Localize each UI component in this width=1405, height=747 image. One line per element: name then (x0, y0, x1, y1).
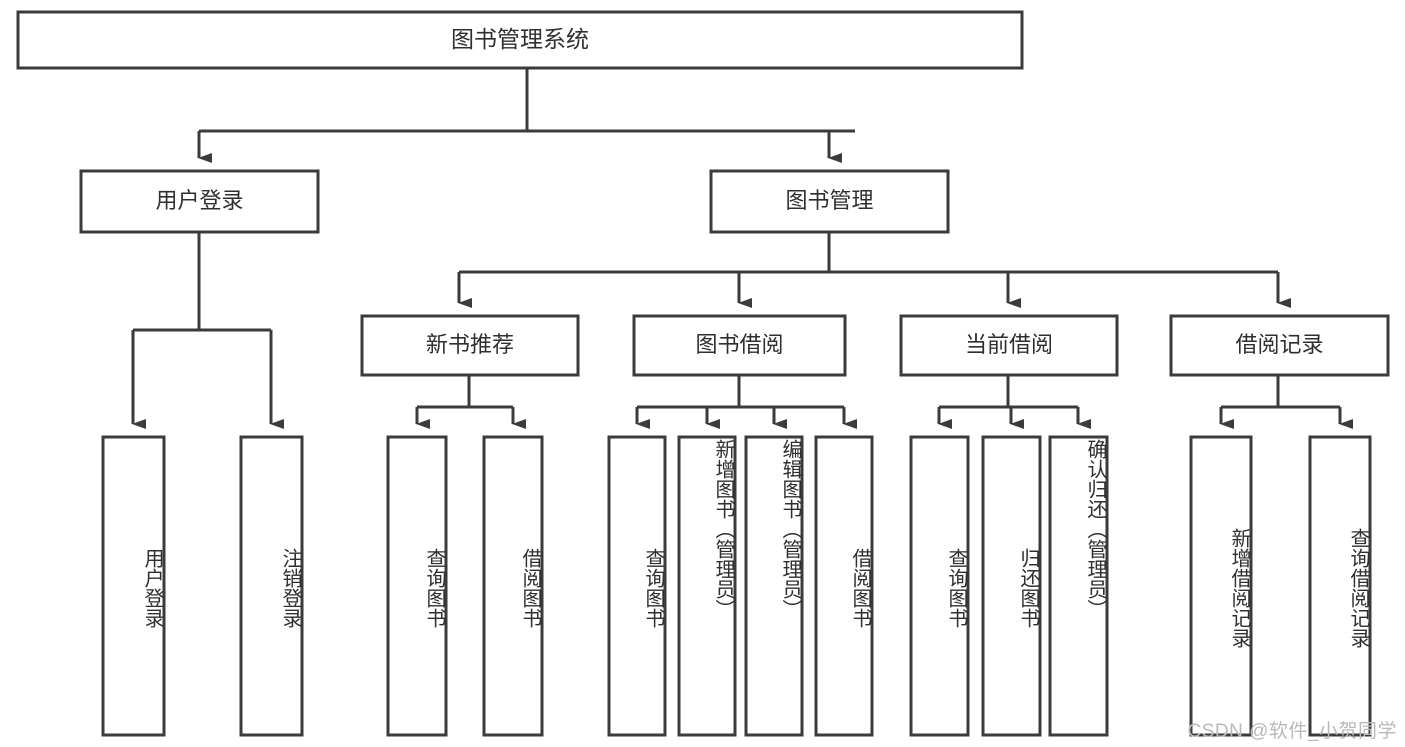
node-box-leaf-confirm-return[interactable] (1048, 435, 1109, 737)
node-box-user-login[interactable] (79, 169, 320, 234)
node-box-leaf-query-book-cur[interactable] (909, 435, 970, 737)
node-box-book-manage[interactable] (709, 169, 950, 234)
watermark-text: CSDN @软件_小贺同学 (1187, 721, 1397, 742)
node-box-leaf-add-record[interactable] (1189, 435, 1253, 737)
node-box-leaf-query-record[interactable] (1308, 435, 1372, 737)
node-box-current-borrow[interactable] (899, 314, 1119, 377)
node-box-leaf-user-login[interactable] (101, 435, 166, 737)
node-box-borrow-record[interactable] (1169, 314, 1390, 377)
node-box-leaf-query-book-rec[interactable] (386, 435, 448, 737)
node-box-leaf-edit-book[interactable] (744, 435, 804, 737)
node-box-leaf-query-book-borrow[interactable] (607, 435, 667, 737)
node-box-leaf-add-book[interactable] (677, 435, 737, 737)
node-box-leaf-borrow-book[interactable] (814, 435, 874, 737)
node-box-new-book-recommend[interactable] (360, 314, 580, 377)
node-box-leaf-logout[interactable] (239, 435, 304, 737)
node-box-leaf-return-book[interactable] (981, 435, 1042, 737)
node-box-book-borrow[interactable] (632, 314, 847, 377)
node-box-root[interactable] (16, 10, 1024, 70)
node-box-leaf-borrow-book-rec[interactable] (482, 435, 544, 737)
